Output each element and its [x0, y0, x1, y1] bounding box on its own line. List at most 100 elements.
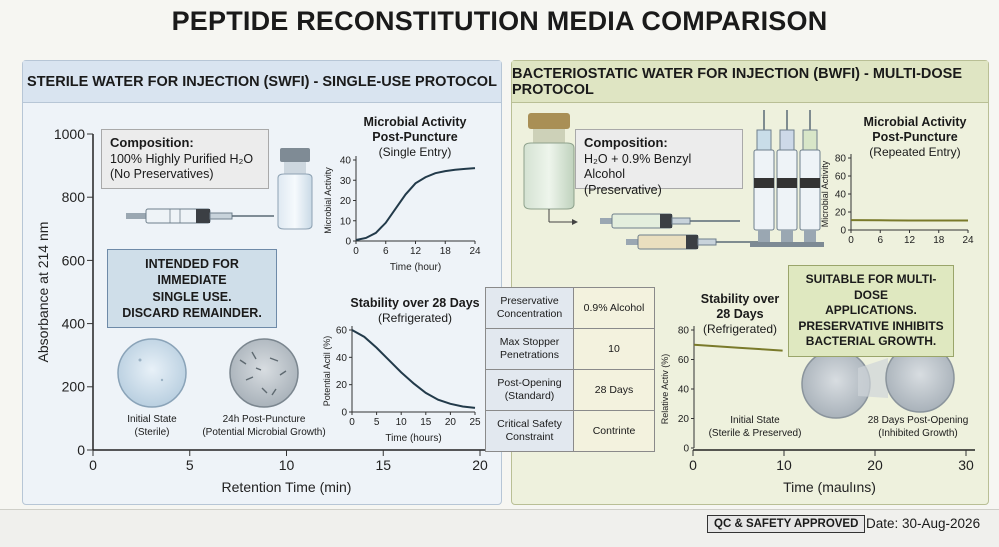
bwfi-microbial-y-tick-label: 60: [835, 172, 847, 183]
bwfi-microbial-title: Microbial Activity Post-Puncture (Repeat…: [845, 115, 985, 159]
bacteriostatic-vial-icon: [523, 113, 575, 210]
table-value-cell: 0.9% Alcohol: [573, 287, 655, 329]
background-left-x-tick-label: 0: [89, 457, 97, 473]
background-right-x-tick-label: 20: [867, 457, 883, 473]
table-key-line1: Preservative: [500, 295, 559, 308]
bwfi-microbial-x-tick-label: 12: [904, 235, 916, 246]
background-left-x-tick-label: 15: [375, 457, 391, 473]
bwfi-microbial-subtitle: (Repeated Entry): [869, 145, 961, 159]
bwfi-microbial-y-tick-label: 80: [835, 154, 847, 165]
table-value-cell: 10: [573, 328, 655, 370]
swfi-callout-line2: SINGLE USE.: [152, 289, 232, 304]
table-value-cell: 28 Days: [573, 369, 655, 411]
swfi-dish2-caption: 24h Post-Puncture (Potential Microbial G…: [194, 414, 334, 439]
background-chart-left: [92, 134, 485, 451]
bwfi-dish2-caption: 28 Days Post-Opening (Inhibited Growth): [862, 415, 974, 440]
table-value-cell: Contrinte: [573, 410, 655, 452]
swfi-microbial-y-tick-label: 40: [340, 156, 352, 167]
bwfi-callout-line2: APPLICATIONS.: [825, 303, 917, 318]
bwfi-composition-box: Composition: H₂O + 0.9% Benzyl Alcohol (…: [575, 129, 743, 197]
page-title: PEPTIDE RECONSTITUTION MEDIA COMPARISON: [171, 6, 828, 36]
table-key-line2: Constraint: [505, 431, 554, 443]
bwfi-stability-y-tick-label: 40: [678, 385, 690, 396]
swfi-stability-x-tick-label: 25: [469, 417, 481, 428]
swfi-dish1-caption: Initial State (Sterile): [112, 414, 192, 439]
background-left-y-tick-label: 800: [62, 189, 86, 205]
bwfi-dish1-caption: Initial State (Sterile & Preserved): [700, 415, 810, 440]
swfi-microbial-y-tick-label: 20: [340, 196, 352, 207]
sterile-dish-icon: [117, 338, 187, 408]
table-key-line1: Critical Safety: [497, 418, 562, 431]
swfi-microbial-x-tick-label: 6: [383, 246, 389, 257]
table-key-cell: Post-Opening(Standard): [485, 369, 574, 411]
contaminated-dish-icon: [229, 338, 299, 408]
table-key-line1: Post-Opening: [497, 377, 562, 390]
bwfi-composition-line1: H₂O + 0.9% Benzyl Alcohol: [584, 151, 692, 182]
bwfi-stability-y-tick-label: 0: [683, 444, 689, 455]
swfi-callout-line1: INTENDED FOR IMMEDIATE: [145, 257, 239, 288]
bwfi-stability-series-line: [693, 343, 783, 352]
swfi-dish1-caption-line1: Initial State: [127, 414, 177, 425]
bwfi-microbial-x-tick-label: 0: [848, 235, 854, 246]
background-left-x-axis-label: Retention Time (min): [222, 479, 352, 495]
swfi-microbial-x-tick-label: 0: [353, 246, 359, 257]
swfi-microbial-y-tick-label: 0: [345, 237, 351, 248]
bwfi-panel-header: BACTERIOSTATIC WATER FOR INJECTION (BWFI…: [512, 61, 988, 103]
bwfi-stability-y-axis-label: Relative Activ (%): [660, 354, 670, 425]
swfi-stability-x-tick-label: 0: [349, 417, 355, 428]
swfi-stability-x-tick-label: 20: [445, 417, 457, 428]
syringe-1-icon: [600, 213, 740, 229]
bwfi-microbial-y-tick-label: 40: [835, 190, 847, 201]
background-left-y-tick-label: 400: [62, 316, 86, 332]
swfi-microbial-y-axis-label: Microbial Activity: [323, 167, 333, 234]
upright-syringes-icon: [750, 110, 824, 247]
swfi-composition-line1: 100% Highly Purified H₂O: [110, 151, 254, 166]
background-left-y-tick-label: 0: [77, 442, 85, 458]
background-left-x-tick-label: 20: [472, 457, 488, 473]
bwfi-microbial-y-tick-label: 20: [835, 208, 847, 219]
bwfi-microbial-y-axis-label: Microbial Activity: [820, 160, 830, 227]
footer-date: Date: 30-Aug-2026: [866, 516, 981, 531]
swfi-composition-title: Composition:: [110, 135, 194, 150]
background-left-y-tick-label: 200: [62, 379, 86, 395]
bwfi-stability-y-tick-label: 60: [678, 355, 690, 366]
table-key-line1: Max Stopper: [499, 336, 560, 349]
bwfi-dish2-caption-line2: (Inhibited Growth): [878, 427, 958, 439]
swfi-stability-x-tick-label: 15: [420, 417, 432, 428]
bwfi-stability-title-line1: Stability over: [700, 292, 780, 306]
bwfi-dish2-caption-line1: 28 Days Post-Opening: [867, 415, 969, 426]
bwfi-stability-subtitle: (Refrigerated): [702, 322, 778, 336]
swfi-stability-x-tick-label: 5: [374, 417, 380, 428]
swfi-stability-y-axis-label: Potential Actil (%): [322, 336, 332, 407]
table-key-line2: Concentration: [496, 308, 563, 320]
swfi-microbial-x-tick-label: 12: [410, 246, 422, 257]
bwfi-dish1-caption-line2: (Sterile & Preserved): [708, 427, 802, 439]
swfi-dish2-caption-line2: (Potential Microbial Growth): [202, 426, 326, 438]
table-key-line2: Penetrations: [500, 349, 559, 361]
swfi-microbial-subtitle: (Single Entry): [378, 145, 452, 159]
bwfi-callout-line1: SUITABLE FOR MULTI-DOSE: [805, 272, 937, 302]
swfi-stability-subtitle: (Refrigerated): [377, 311, 453, 325]
background-left-y-axis-label: Absorbance at 214 nm: [35, 222, 51, 363]
bwfi-microbial-x-tick-label: 6: [877, 235, 883, 246]
bwfi-stability-title-line2: 28 Days: [716, 307, 764, 321]
qc-approved-badge: QC & SAFETY APPROVED: [707, 515, 866, 533]
background-right-x-tick-label: 30: [958, 457, 974, 473]
bwfi-stability-y-tick-label: 80: [678, 326, 690, 337]
swfi-microbial-x-tick-label: 24: [469, 246, 481, 257]
bwfi-callout-line4: BACTERIAL GROWTH.: [805, 334, 937, 349]
swfi-composition-box: Composition: 100% Highly Purified H₂O (N…: [101, 129, 269, 189]
swfi-callout: INTENDED FOR IMMEDIATE SINGLE USE. DISCA…: [107, 249, 277, 328]
swfi-dish2-caption-line1: 24h Post-Puncture: [222, 414, 306, 425]
